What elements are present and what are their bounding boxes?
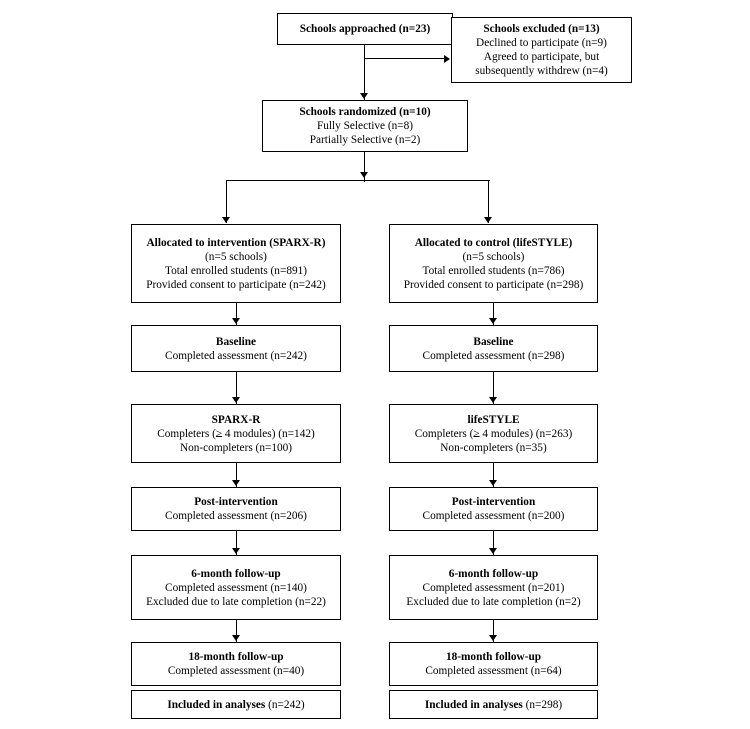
node-line: Completed assessment (n=298) [422,349,565,362]
node-line: 18-month follow-up [445,651,542,663]
node-month18-followup-right[interactable]: 18-month follow-up Completed assessment … [389,642,598,686]
arrowhead-split-left [222,217,230,223]
node-line: Partially Selective (n=2) [309,134,421,146]
node-line: Baseline [215,335,257,348]
node-month6-followup-left[interactable]: 6-month follow-up Completed assessment (… [131,555,341,620]
node-line: Declined to participate (n=9) [476,37,607,49]
arrowhead-right-month6-to-month18 [489,635,497,641]
node-line: subsequently withdrew (n=4) [475,65,608,77]
connector-split-right [488,180,490,223]
connector-right-baseline-to-program [493,372,495,404]
node-line: Allocated to control (lifeSTYLE) [414,236,573,249]
node-schools-excluded[interactable]: Schools excluded (n=13) Declined to part… [451,17,632,83]
arrowhead-right-baseline-to-program [489,397,497,403]
node-post-intervention-right[interactable]: Post-intervention Completed assessment (… [389,487,598,531]
arrowhead-right-post-to-month6 [489,548,497,554]
node-line: Completed assessment (n=40) [167,665,305,677]
node-program-lifestyle[interactable]: lifeSTYLE Completers (≥ 4 modules) (n=26… [389,404,598,463]
connector-right-post-to-month6 [493,531,495,555]
node-line: Schools approached (n=23) [299,23,431,35]
connector-right-program-to-post [493,463,495,487]
node-post-intervention-left[interactable]: Post-intervention Completed assessment (… [131,487,341,531]
node-line: Schools randomized (n=10) [299,106,431,118]
node-line: 6-month follow-up [448,567,539,580]
node-line: Post-intervention [194,496,278,508]
connector-right-alloc-to-baseline [493,303,495,325]
connector-approached-to-randomized [364,45,366,135]
node-line: Schools excluded (n=13) [483,23,600,35]
node-line: Completers (≥ 4 modules) (n=263) [414,427,573,440]
node-line: 18-month follow-up [188,651,284,663]
arrowhead-right-program-to-post [489,480,497,486]
connector-left-post-to-month6 [236,531,238,555]
node-line: Provided consent to participate (n=242) [146,278,326,291]
connector-randomized-stem [364,152,366,182]
node-line: Excluded due to late completion (n=2) [406,595,581,608]
node-line: Completed assessment (n=206) [165,510,307,522]
node-program-sparxr[interactable]: SPARX-R Completers (≥ 4 modules) (n=142)… [131,404,341,463]
node-schools-approached[interactable]: Schools approached (n=23) [277,13,453,45]
node-line: Completed assessment (n=140) [165,581,307,594]
node-line: Post-intervention [451,496,536,508]
node-line: Fully Selective (n=8) [316,120,414,132]
node-line: Included in analyses (n=298) [425,698,562,712]
node-line: Agreed to participate, but [483,51,600,63]
included-label: Included in analyses [167,698,266,711]
node-line: Completed assessment (n=200) [422,510,565,522]
connector-split-left [226,180,228,223]
greater-equal-symbol: ≥ [215,427,223,440]
node-line: lifeSTYLE [467,413,520,426]
arrowhead-right-alloc-to-baseline [489,318,497,324]
included-count: (n=298) [522,698,563,711]
node-line: Completers (≥ 4 modules) (n=142) [157,427,315,440]
included-count: (n=242) [265,698,305,711]
node-line: Total enrolled students (n=891) [164,264,308,277]
arrowhead-left-month6-to-month18 [232,635,240,641]
node-baseline-intervention[interactable]: Baseline Completed assessment (n=242) [131,325,341,372]
arrowhead-left-program-to-post [232,480,240,486]
node-schools-randomized[interactable]: Schools randomized (n=10) Fully Selectiv… [262,100,468,152]
included-label: Included in analyses [424,698,523,711]
connector-right-month6-to-month18 [493,620,495,642]
node-line: Excluded due to late completion (n=22) [146,595,326,608]
node-line: Non-completers (n=35) [440,441,547,454]
arrowhead-split-right [484,217,492,223]
node-line: (n=5 schools) [205,250,267,263]
connector-left-program-to-post [236,463,238,487]
node-line: Non-completers (n=100) [179,441,293,454]
node-line: Included in analyses (n=242) [167,698,304,712]
node-month18-followup-left[interactable]: 18-month follow-up Completed assessment … [131,642,341,686]
node-line: Baseline [473,335,514,348]
node-allocated-control[interactable]: Allocated to control (lifeSTYLE) (n=5 sc… [389,224,598,303]
node-line: Completed assessment (n=64) [425,665,562,677]
node-line: 6-month follow-up [191,567,281,580]
arrowhead-left-baseline-to-program [232,397,240,403]
arrowhead-approached-to-excluded [444,55,450,63]
node-month6-followup-right[interactable]: 6-month follow-up Completed assessment (… [389,555,598,620]
node-line: Total enrolled students (n=786) [422,264,565,277]
node-baseline-control[interactable]: Baseline Completed assessment (n=298) [389,325,598,372]
node-line: Allocated to intervention (SPARX-R) [146,236,326,249]
arrowhead-approached-to-randomized [360,93,368,99]
connector-split-horizontal [226,180,490,182]
arrowhead-randomized-stem [360,172,368,178]
node-allocated-intervention[interactable]: Allocated to intervention (SPARX-R) (n=5… [131,224,341,303]
node-included-in-analyses-right[interactable]: Included in analyses (n=298) [389,690,598,719]
node-line: (n=5 schools) [462,250,525,263]
connector-left-month6-to-month18 [236,620,238,642]
connector-left-baseline-to-program [236,372,238,404]
node-line: SPARX-R [211,413,261,426]
connector-approached-to-excluded [364,58,448,60]
node-included-in-analyses-left[interactable]: Included in analyses (n=242) [131,690,341,719]
greater-equal-symbol: ≥ [473,427,480,440]
arrowhead-left-post-to-month6 [232,548,240,554]
arrowhead-left-alloc-to-baseline [232,318,240,324]
node-line: Completed assessment (n=201) [422,581,565,594]
node-line: Provided consent to participate (n=298) [403,278,584,291]
connector-left-alloc-to-baseline [236,303,238,325]
node-line: Completed assessment (n=242) [165,349,307,362]
